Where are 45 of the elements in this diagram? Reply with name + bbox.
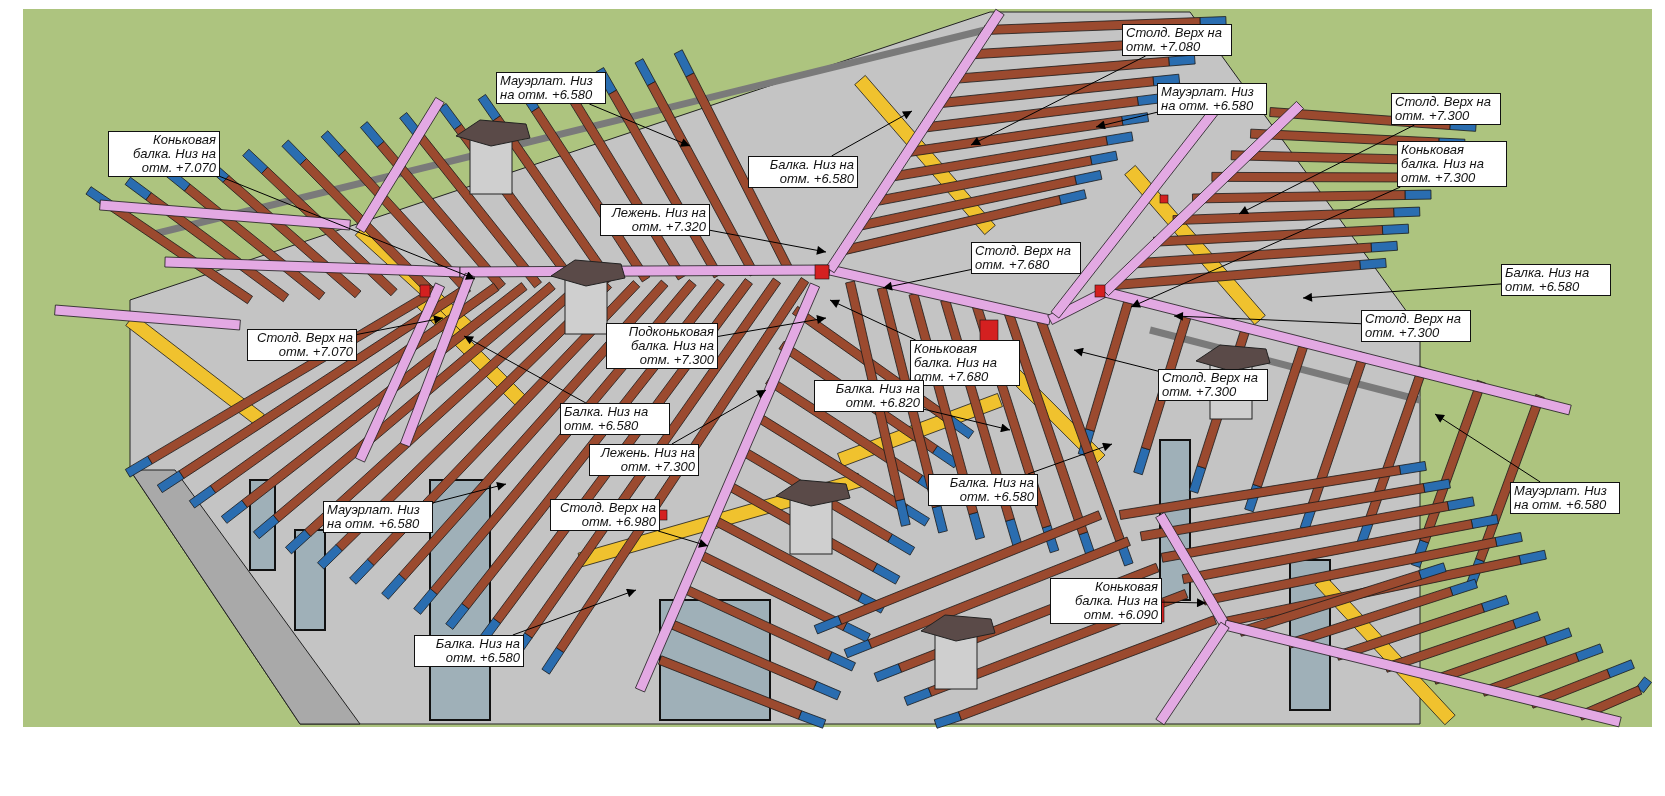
leader-line <box>1130 186 1401 308</box>
callout-label: Столд. Верх на отм. +7.070 <box>247 329 357 361</box>
leader-line <box>829 299 917 341</box>
leader-line <box>1161 598 1207 608</box>
leader-line <box>1027 442 1113 475</box>
leader-line <box>1238 124 1415 215</box>
callout-label: Коньковая балка. Низ на отм. +6.090 <box>1050 578 1162 624</box>
leader-line <box>831 110 913 157</box>
leader-line <box>1302 283 1502 302</box>
leader-line <box>882 269 972 291</box>
leader-line <box>717 315 827 337</box>
callout-label: Мауэрлат. Низ на отм. +6.580 <box>323 501 433 533</box>
leader-line <box>1434 413 1541 483</box>
leader-line <box>1173 311 1362 325</box>
leader-line <box>970 55 1147 146</box>
callout-label: Столд. Верх на отм. +7.300 <box>1158 369 1268 401</box>
callout-label: Балка. Низ на отм. +6.580 <box>928 474 1038 506</box>
callout-label: Балка. Низ на отм. +6.580 <box>1501 264 1611 296</box>
callout-label: Мауэрлат. Низ на отм. +6.580 <box>1510 482 1620 514</box>
callout-label: Коньковая балка. Низ на отм. +7.300 <box>1397 141 1507 187</box>
callout-label: Столд. Верх на отм. +7.300 <box>1391 93 1501 125</box>
callout-label: Балка. Низ на отм. +6.580 <box>414 635 524 667</box>
leader-line <box>512 588 637 636</box>
leader-line <box>657 530 709 548</box>
callout-label: Лежень. Низ на отм. +7.300 <box>589 444 699 476</box>
leader-line <box>219 176 476 280</box>
callout-label: Столд. Верх на отм. +7.080 <box>1122 24 1232 56</box>
leader-line <box>588 103 691 147</box>
callout-label: Балка. Низ на отм. +6.580 <box>748 156 858 188</box>
leader-line <box>671 389 767 445</box>
leader-line <box>1073 347 1159 372</box>
callout-label: Мауэрлат. Низ на отм. +6.580 <box>1157 83 1267 115</box>
callout-label: Балка. Низ на отм. +6.820 <box>814 380 924 412</box>
leader-line <box>923 408 1011 433</box>
callout-label: Коньковая балка. Низ на отм. +7.070 <box>108 131 220 177</box>
leader-line <box>463 335 587 404</box>
leader-line <box>432 481 507 504</box>
callout-label: Подконьковая балка. Низ на отм. +7.300 <box>606 323 718 369</box>
callout-label: Столд. Верх на отм. +6.980 <box>550 499 660 531</box>
callout-label: Столд. Верх на отм. +7.300 <box>1361 310 1471 342</box>
leader-line <box>356 315 444 335</box>
callout-label: Мауэрлат. Низ на отм. +6.580 <box>496 72 606 104</box>
callout-label: Балка. Низ на отм. +6.580 <box>560 403 670 435</box>
callout-label: Лежень. Низ на отм. +7.320 <box>600 204 710 236</box>
callout-label: Столд. Верх на отм. +7.680 <box>971 242 1081 274</box>
